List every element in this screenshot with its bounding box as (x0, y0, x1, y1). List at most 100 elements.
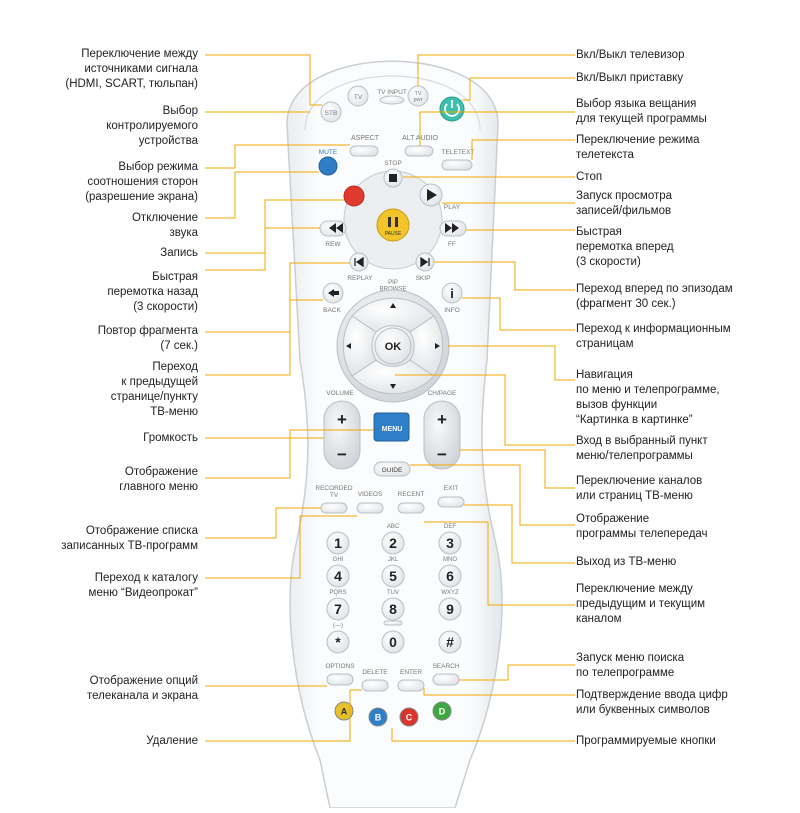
options-label: OPTIONS (325, 663, 355, 670)
mute-button[interactable] (319, 157, 337, 175)
label-color: Программируемые кнопки (576, 734, 798, 749)
color-a-label: A (341, 707, 348, 717)
key-hash-label: # (446, 634, 454, 650)
tv-input-button[interactable] (380, 96, 404, 104)
recorded-tv-button[interactable] (321, 503, 347, 513)
key-0-bar (384, 621, 402, 625)
alt-audio-button[interactable] (405, 146, 433, 156)
info-label: INFO (444, 307, 460, 314)
key-2-label: 2 (389, 535, 397, 551)
key-star-sub: (—) (333, 623, 343, 629)
label-videos: Переход к каталогу меню “Видеопрокат” (0, 571, 198, 601)
label-tvpwr: Вкл/Выкл телевизор (576, 48, 798, 63)
play-label: PLAY (444, 204, 461, 211)
key-6-label: 6 (446, 568, 454, 584)
pause-label: PAUSE (385, 231, 402, 237)
color-c-label: C (406, 713, 413, 723)
search-button[interactable] (433, 674, 459, 685)
label-prevch: Переключение между предыдущим и текущим … (576, 582, 798, 627)
key-8-sub: TUV (387, 590, 399, 596)
key-star-label: * (335, 634, 341, 650)
label-mute: Отключение звука (0, 211, 198, 241)
delete-label: DELETE (362, 669, 388, 676)
label-enter: Подтверждение ввода цифр или буквенных с… (576, 688, 798, 718)
key-7-sub: PQRS (329, 590, 346, 596)
pause-icon-r (395, 217, 398, 227)
key-9-sub: WXYZ (441, 590, 459, 596)
label-skip: Переход вперед по эпизодам (фрагмент 30 … (576, 282, 798, 312)
tv-label: TV (354, 94, 363, 101)
label-guide: Отображение программы телепередач (576, 512, 798, 542)
key-1-label: 1 (334, 535, 342, 551)
back-label: BACK (323, 307, 341, 314)
color-b-label: B (375, 713, 382, 723)
label-ok: Вход в выбранный пункт меню/телепрограмм… (576, 434, 798, 464)
menu-label: MENU (382, 426, 403, 433)
stb-label: STB (325, 110, 338, 117)
label-play: Запуск просмотра записей/фильмов (576, 189, 798, 219)
info-icon: i (450, 286, 454, 301)
color-d-label: D (439, 707, 446, 717)
videos-label: VIDEOS (358, 491, 383, 498)
key-6-sub: MNO (443, 557, 457, 563)
rew-label: REW (325, 241, 341, 248)
label-ff: Быстрая перемотка вперед (3 скорости) (576, 225, 798, 270)
label-exit: Выход из ТВ-меню (576, 555, 798, 570)
key-5-label: 5 (389, 568, 397, 584)
mute-label: MUTE (319, 149, 338, 156)
key-3-sub: DEF (444, 524, 456, 530)
exit-button[interactable] (438, 497, 464, 507)
aspect-label: ASPECT (351, 135, 380, 142)
recent-button[interactable] (398, 503, 424, 513)
ok-label: OK (385, 341, 402, 353)
key-4-label: 4 (334, 568, 342, 584)
label-chpage: Переключение каналов или страниц ТВ-меню (576, 474, 798, 504)
recent-label: RECENT (398, 491, 425, 498)
key-7-label: 7 (334, 601, 342, 617)
volume-down-icon: − (337, 445, 347, 464)
enter-button[interactable] (398, 680, 424, 691)
label-aspect: Выбор режима соотношения сторон (разреше… (0, 160, 198, 205)
label-back: Переход к предыдущей странице/пункту ТВ-… (0, 360, 198, 420)
videos-button[interactable] (357, 503, 383, 513)
ch-up-icon: + (437, 410, 447, 429)
back-icon-tail (334, 291, 339, 295)
label-info: Переход к информационным страницам (576, 322, 798, 352)
delete-button[interactable] (362, 680, 388, 691)
label-stbpwr: Вкл/Выкл приставку (576, 71, 798, 86)
options-button[interactable] (327, 674, 353, 685)
enter-label: ENTER (400, 669, 422, 676)
label-menu: Отображение главного меню (0, 465, 198, 495)
chpage-label: CH/PAGE (428, 390, 457, 397)
label-recorded: Отображение списка записанных ТВ-програм… (0, 524, 198, 554)
stop-icon (389, 174, 397, 182)
label-device: Выбор контролируемого устройства (0, 104, 198, 149)
label-rew: Быстрая перемотка назад (3 скорости) (0, 270, 198, 315)
key-8-label: 8 (389, 601, 397, 617)
volume-label: VOLUME (326, 390, 354, 397)
ff-label: FF (448, 241, 456, 248)
pause-icon-l (388, 217, 391, 227)
key-9-label: 9 (446, 601, 454, 617)
label-source: Переключение между источниками сигнала (… (0, 47, 198, 92)
label-options: Отображение опций телеканала и экрана (0, 674, 198, 704)
label-search: Запуск меню поиска по телепрограмме (576, 651, 798, 681)
aspect-button[interactable] (350, 146, 378, 156)
record-button[interactable] (344, 186, 364, 206)
search-label: SEARCH (432, 663, 459, 670)
stop-label: STOP (384, 160, 402, 167)
key-4-sub: GHI (333, 557, 344, 563)
guide-label: GUIDE (382, 467, 403, 474)
label-volume: Громкость (0, 431, 198, 446)
label-audio: Выбор языка вещания для текущей программ… (576, 97, 798, 127)
label-teletext: Переключение режима телетекста (576, 133, 798, 163)
ch-down-icon: − (437, 445, 447, 464)
label-record: Запись (0, 246, 198, 261)
teletext-label: TELETEXT (442, 149, 475, 156)
label-nav: Навигация по меню и телепрограмме, вызов… (576, 368, 798, 428)
teletext-button[interactable] (442, 160, 472, 170)
exit-label: EXIT (444, 485, 458, 492)
key-0-label: 0 (389, 634, 397, 650)
skip-label: SKIP (416, 275, 431, 282)
replay-label: REPLAY (347, 275, 373, 282)
